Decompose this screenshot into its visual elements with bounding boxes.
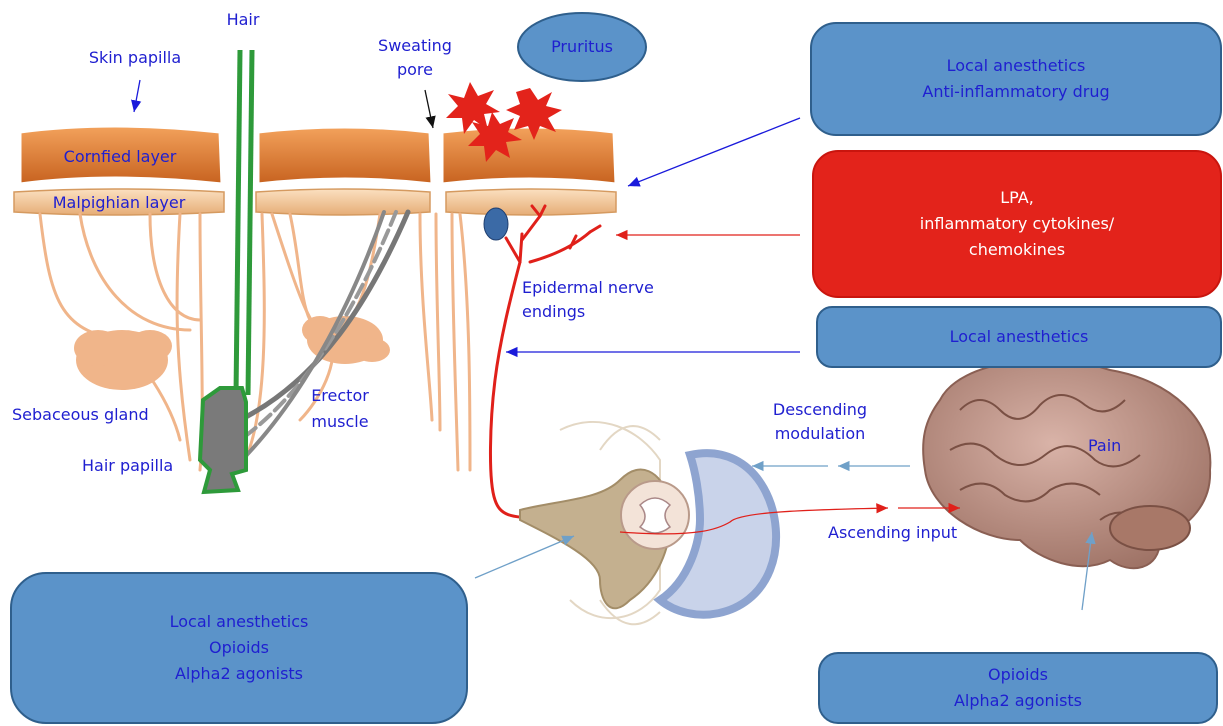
box-line: Alpha2 agonists [170,661,309,687]
hair-label: Hair [218,8,268,32]
box-line: Opioids [170,635,309,661]
box-line: Anti-inflammatory drug [922,79,1109,105]
box-local-anesthetics-anti-inflammatory: Local anesthetics Anti-inflammatory drug [810,22,1222,136]
brain [923,360,1210,568]
nerve-corpuscle [484,208,508,240]
sweating-pore-label-2: pore [370,58,460,82]
box-line: Opioids [954,662,1082,688]
pruritus-label: Pruritus [532,35,632,59]
box-line: LPA, [920,185,1114,211]
malpighian-layer-label: Malpighian layer [14,191,224,215]
box-line: Alpha2 agonists [954,688,1082,714]
sweating-pore-label-1: Sweating [370,34,460,58]
epidermal-nerve-label-2: endings [522,300,585,324]
box-line: chemokines [920,237,1114,263]
box-line: Local anesthetics [170,609,309,635]
cornified-layer-label: Cornfied layer [20,145,220,169]
hair-shaft [200,50,252,492]
box-line: Local anesthetics [922,53,1109,79]
epidermal-nerve [490,206,600,518]
box-line: inflammatory cytokines/ [920,211,1114,237]
pain-label: Pain [1088,434,1121,458]
ascending-input-label: Ascending input [828,521,957,545]
descending-modulation-label-1: Descending [760,398,880,422]
box-spinal-drugs: Local anesthetics Opioids Alpha2 agonist… [10,572,468,724]
erector-muscle-label-2: muscle [300,410,380,434]
box-line: Local anesthetics [950,324,1089,350]
box-central-drugs: Opioids Alpha2 agonists [818,652,1218,724]
epidermal-nerve-label-1: Epidermal nerve [522,276,654,300]
descending-modulation-label-2: modulation [760,422,880,446]
sebaceous-gland-label: Sebaceous gland [12,403,149,427]
hair-papilla-label: Hair papilla [82,454,173,478]
erector-muscle-label-1: Erector [300,384,380,408]
skin-papilla-label: Skin papilla [60,46,210,70]
box-local-anesthetics: Local anesthetics [816,306,1222,368]
box-lpa-cytokines: LPA, inflammatory cytokines/ chemokines [812,150,1222,298]
spinal-cord [520,422,776,624]
